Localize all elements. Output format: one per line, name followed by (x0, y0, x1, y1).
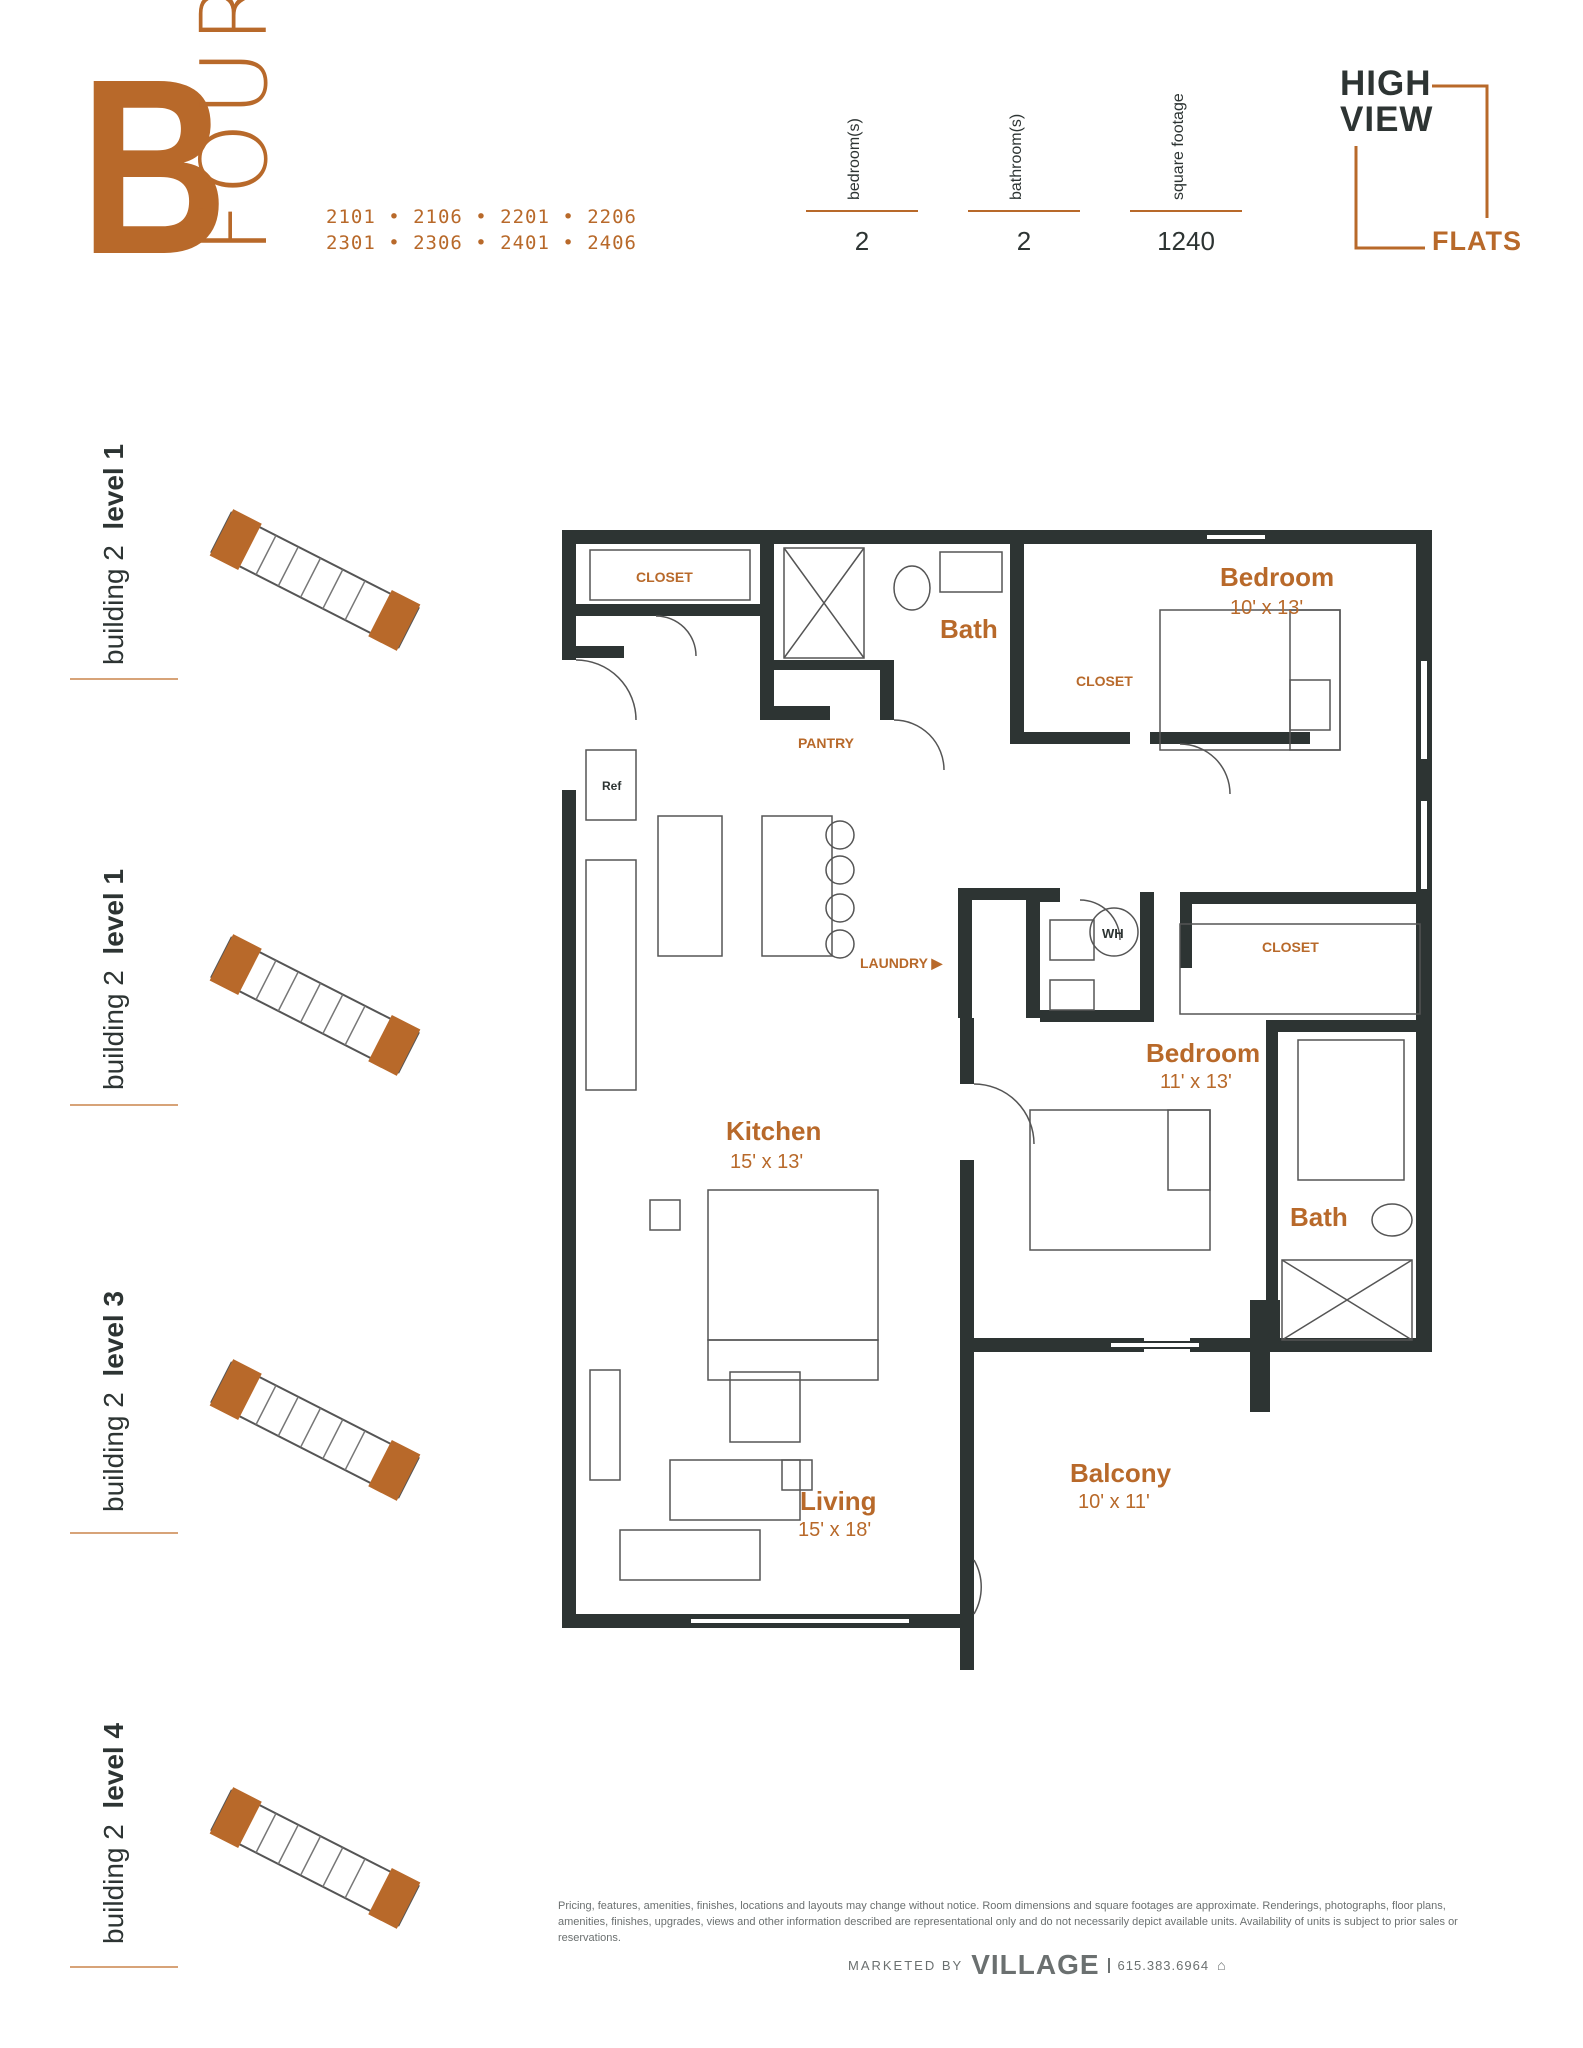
stat-divider (806, 210, 918, 212)
keyplan-building: building 2 (98, 1392, 129, 1512)
room-bedroom-2: Bedroom (1146, 1038, 1260, 1068)
room-bedroom-2-dims: 11' x 13' (1160, 1071, 1232, 1093)
stat-label: bedroom(s) (846, 118, 863, 200)
closet-label-1: CLOSET (636, 569, 693, 585)
high-view-flats-logo: HIGH VIEW FLATS (1340, 64, 1522, 257)
plan-name: FOUR (181, 0, 288, 254)
stat-divider (968, 210, 1080, 212)
keyplan-divider (70, 678, 178, 680)
legal-disclaimer: Pricing, features, amenities, finishes, … (558, 1900, 1458, 1944)
closet-label-2: CLOSET (1076, 673, 1133, 689)
keyplan-building: building 2 (98, 1824, 129, 1944)
keyplan-thumbnail-3 (209, 1359, 421, 1501)
refrigerator-label: Ref (602, 779, 622, 793)
room-living: Living (800, 1486, 877, 1516)
stat-value: 2 (854, 226, 870, 256)
keyplan-divider (70, 1532, 178, 1534)
keyplan-level: level 4 (98, 1722, 129, 1809)
logo-frame-icon (1354, 84, 1489, 250)
stat-value: 2 (1016, 226, 1032, 256)
room-bath-2: Bath (1290, 1202, 1348, 1232)
room-living-dims: 15' x 18' (798, 1519, 871, 1541)
keyplan-thumbnail-4 (209, 1787, 421, 1929)
equal-housing-icon: ⌂ (1217, 1957, 1226, 1973)
stat-value: 1240 (1157, 226, 1215, 256)
room-balcony-dims: 10' x 11' (1078, 1491, 1150, 1513)
keyplan-thumbnail-2 (209, 934, 421, 1076)
keyplan-divider (70, 1104, 178, 1106)
keyplan-building: building 2 (98, 970, 129, 1090)
keyplan-thumbnail-1 (209, 509, 421, 651)
room-kitchen: Kitchen (726, 1116, 821, 1146)
laundry-label: LAUNDRY ▶ (860, 955, 944, 971)
stat-label: square footage (1170, 93, 1187, 200)
plan-letter: B (80, 27, 229, 306)
keyplan-label-2: building 2 level 1 (98, 869, 130, 1090)
unit-numbers-line-1: 2101 • 2106 • 2201 • 2206 (326, 206, 637, 228)
keyplan-level: level 1 (98, 443, 129, 530)
room-bedroom-1-dims: 10' x 13' (1230, 597, 1303, 619)
water-heater-label: WH (1102, 926, 1124, 941)
keyplan-building: building 2 (98, 545, 129, 665)
floor-plan: Bedroom 10' x 13' Bath Bedroom 11' x 13'… (562, 530, 1432, 1670)
logo-word-high: HIGH (1340, 64, 1432, 103)
logo-word-flats: FLATS (1432, 226, 1522, 256)
room-balcony: Balcony (1070, 1458, 1172, 1488)
marketed-by-footer: MARKETED BY VILLAGE 615.383.6964 ⌂ (848, 1949, 1226, 1980)
stat-label: bathroom(s) (1008, 113, 1025, 200)
unit-numbers-line-2: 2301 • 2306 • 2401 • 2406 (326, 232, 637, 254)
keyplan-label-1: building 2 level 1 (98, 444, 130, 665)
stat-divider (1130, 210, 1242, 212)
room-kitchen-dims: 15' x 13' (730, 1151, 803, 1173)
phone-number: 615.383.6964 (1107, 1957, 1210, 1973)
room-bedroom-1: Bedroom (1220, 562, 1334, 592)
closet-label-3: CLOSET (1262, 939, 1319, 955)
village-logo: VILLAGE (971, 1949, 1100, 1980)
room-bath-1: Bath (940, 614, 998, 644)
keyplan-level: level 3 (98, 1290, 129, 1377)
keyplan-label-3: building 2 level 3 (98, 1291, 130, 1512)
keyplan-label-4: building 2 level 4 (98, 1723, 130, 1944)
logo-word-view: VIEW (1340, 100, 1434, 139)
pantry-label: PANTRY (798, 735, 855, 751)
marketed-by-label: MARKETED BY (848, 1957, 964, 1973)
keyplan-level: level 1 (98, 868, 129, 955)
keyplan-divider (70, 1966, 178, 1968)
